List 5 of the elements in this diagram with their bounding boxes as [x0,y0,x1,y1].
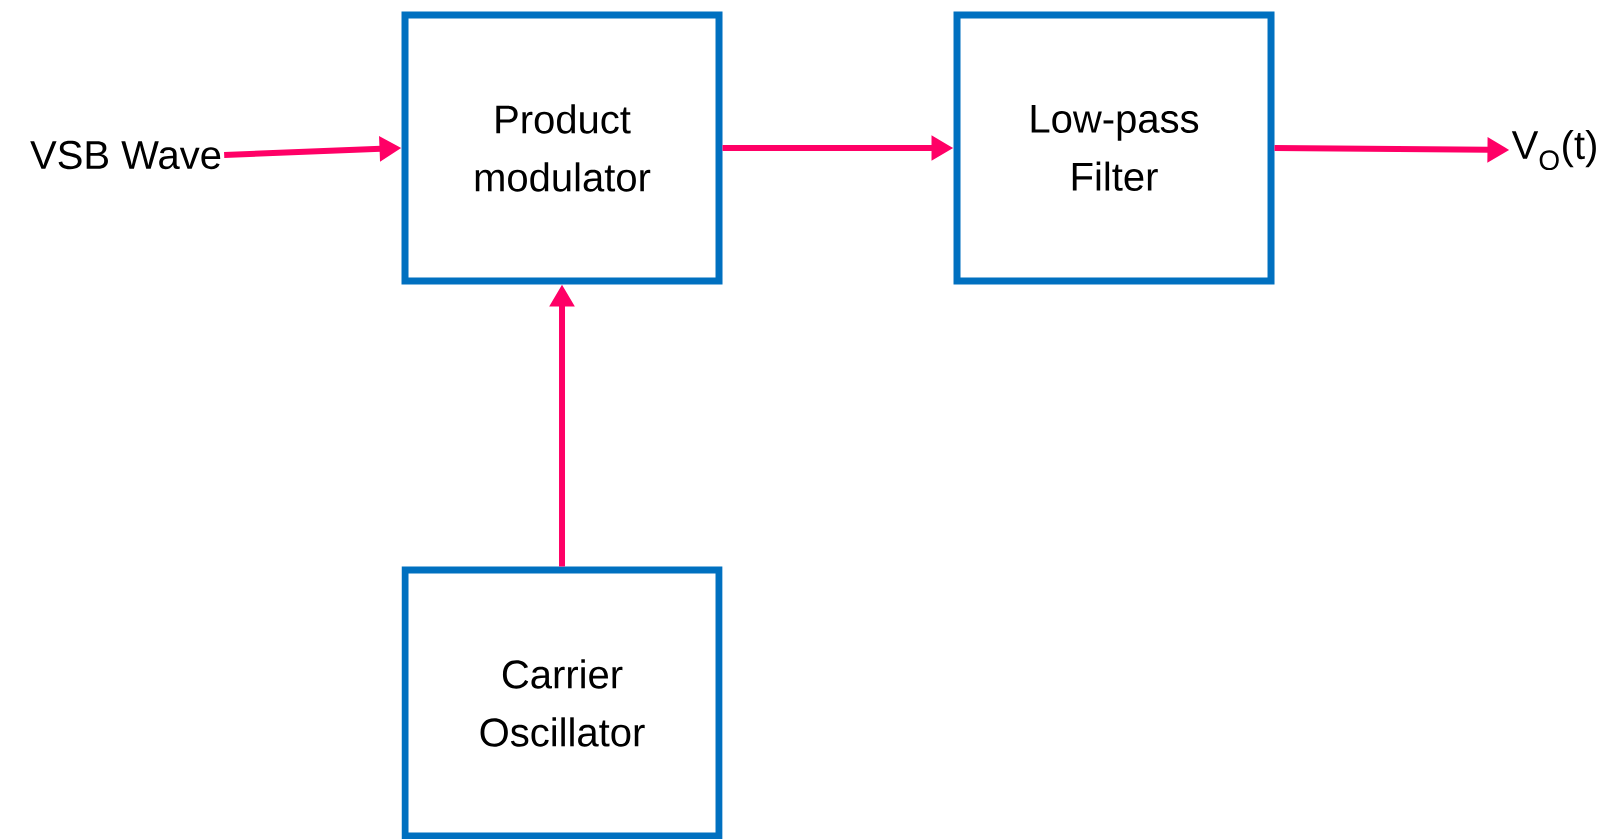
signal-label: V$_{O}$(t) [1511,129,1596,171]
process-box: Low-pass Filter [953,11,1275,285]
process-box: Product modulator [401,11,723,285]
signal-label: VSB Wave [30,140,221,170]
process-box: Carrier Oscillator [401,566,723,839]
